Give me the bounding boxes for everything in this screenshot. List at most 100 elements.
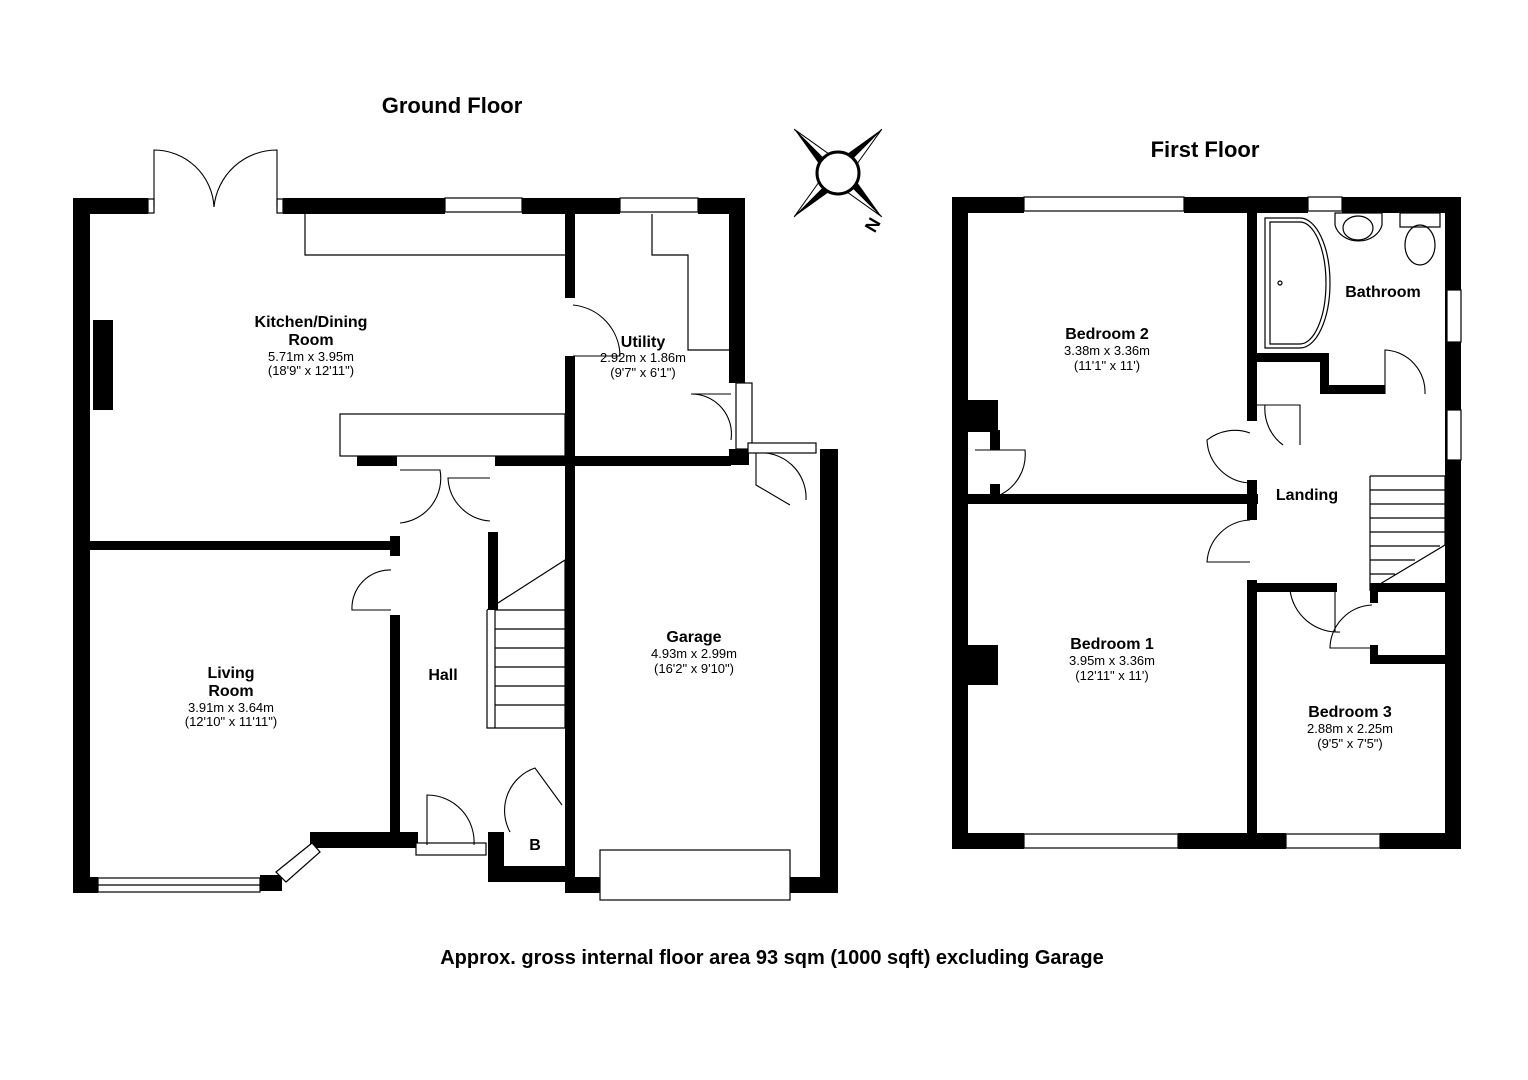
compass-rose-icon: N [793,128,885,236]
ff-door-bed3[interactable] [1289,589,1341,633]
door-hall-living[interactable] [351,569,392,611]
ff-door-bathroom[interactable] [1384,349,1426,395]
wall-east-garage [820,449,838,893]
ff-wall-bed1-east [1247,580,1257,835]
hall-name: Hall [428,667,457,684]
first-floor-title: First Floor [1151,137,1260,162]
bathroom-name: Bathroom [1345,284,1421,301]
front-door[interactable] [426,794,475,846]
living-name-2: Room [208,683,253,700]
door-hall-kitchen-left[interactable] [399,469,442,524]
ff-window-bed1 [1023,833,1179,849]
wall-east-utility [729,198,745,383]
floor-area-note: Approx. gross internal floor area 93 sqm… [440,947,1104,969]
kitchen-name-1: Kitchen/Dining [255,314,368,331]
door-garage-side-arc[interactable] [755,452,807,501]
bedroom1-name: Bedroom 1 [1070,636,1154,653]
ff-wall-bed2-east [1247,213,1257,421]
wall-living-kitchen [90,541,393,550]
landing-name: Landing [1276,487,1338,504]
french-door-jamb-right [276,198,284,214]
wall-utility-west-top [565,214,575,298]
ff-wall-cupboard-north [1370,583,1445,592]
utility-imperial: (9'7" x 6'1") [610,365,676,380]
wall-utility-corner [729,449,749,465]
ff-chimney-bed2-stub [990,430,1000,450]
door-frame-garage [747,442,817,454]
wall-utility-west-bottom [565,356,575,456]
ff-wall-bed2-bed1 [968,494,1258,504]
ff-door-bed2[interactable] [1206,429,1251,484]
wall-west [73,198,90,893]
living-imperial: (12'10" x 11'11") [185,714,278,729]
ff-wall-south-mid [1178,833,1286,849]
door-garage-side[interactable] [755,453,791,506]
ff-wall-bathroom-south-2 [1320,385,1385,394]
ff-window-bed2 [1023,196,1185,212]
wall-north-left [73,198,148,214]
wall-hall-north-right [495,456,731,466]
ff-wall-bed3-north [1257,583,1337,592]
door-cupboard[interactable] [504,767,563,833]
ff-door-bathroom-landing-arc[interactable] [1264,404,1284,446]
bedroom1-metric: 3.95m x 3.36m [1069,653,1155,668]
bedroom2-metric: 3.38m x 3.36m [1064,343,1150,358]
door-kitchen-utility[interactable] [572,304,621,357]
wall-north-right [522,198,620,214]
ground-stairs [486,558,566,729]
ff-wall-east [1445,197,1461,849]
window-kitchen [444,197,523,213]
ff-window-landing [1446,409,1462,461]
french-door-left[interactable] [153,149,215,208]
ff-wall-cupboard-west-bottom [1370,645,1378,664]
ff-wall-south-left [952,833,1024,849]
compass-north-label: N [861,214,885,235]
door-frame-utility [735,382,753,450]
ground-floor-plan: Ground Floor Kitchen/Dining Room 5.71m x… [73,93,838,901]
wall-south-living-left [73,877,98,893]
ff-door-bed2-wardrobe[interactable] [975,449,1026,496]
wall-stair-side [488,532,498,610]
cupboard-label: B [529,837,541,854]
ff-wall-north-right [1342,197,1461,213]
ff-door-bed1[interactable] [1206,519,1251,563]
window-utility [619,197,699,213]
garage-metric: 4.93m x 2.99m [651,646,737,661]
bedroom1-imperial: (12'11" x 11') [1075,668,1148,683]
kitchen-imperial: (18'9" x 12'11") [268,363,354,378]
ff-chimney-bed1 [968,645,998,685]
kitchen-metric: 5.71m x 3.95m [268,349,354,364]
ff-chimney-bed2-stub-2 [990,484,1000,496]
wall-hall-west [390,615,400,848]
garage-door [599,849,791,901]
ff-door-bathroom-landing[interactable] [1257,404,1301,445]
ff-wall-north-mid [1184,197,1308,213]
door-hall-kitchen-right[interactable] [447,477,491,522]
kitchen-name-2: Room [288,332,333,349]
wall-cupboard-south [488,866,568,882]
bedroom3-metric: 2.88m x 2.25m [1307,721,1393,736]
bedroom2-name: Bedroom 2 [1065,326,1149,343]
wall-bay-end [260,875,282,891]
living-metric: 3.91m x 3.64m [188,700,274,715]
utility-name: Utility [621,334,666,351]
ff-toilet-icon [1399,212,1441,266]
ground-floor-title: Ground Floor [382,93,523,118]
chimney-breast-ground [93,320,113,410]
ff-window-bathroom [1307,196,1343,212]
first-floor-plan: First Floor Bedroom 2 3.38m x 3.36m (11'… [952,137,1462,849]
wall-hall-stub-top [390,536,400,556]
ff-wall-landing-stub [1247,480,1257,520]
french-door-right[interactable] [213,149,278,208]
ff-wall-bathroom-step [1320,353,1329,393]
kitchen-counter-bottom [339,413,566,457]
ff-wall-cupboard-south [1370,655,1445,664]
ff-basin-icon [1334,212,1383,242]
utility-counter [651,214,729,351]
ff-wall-bathroom-south [1257,353,1329,362]
wall-garage-west [565,456,575,881]
door-utility-garage-side[interactable] [690,393,732,441]
ff-door-cupboard[interactable] [1329,604,1373,649]
garage-name: Garage [666,629,721,646]
